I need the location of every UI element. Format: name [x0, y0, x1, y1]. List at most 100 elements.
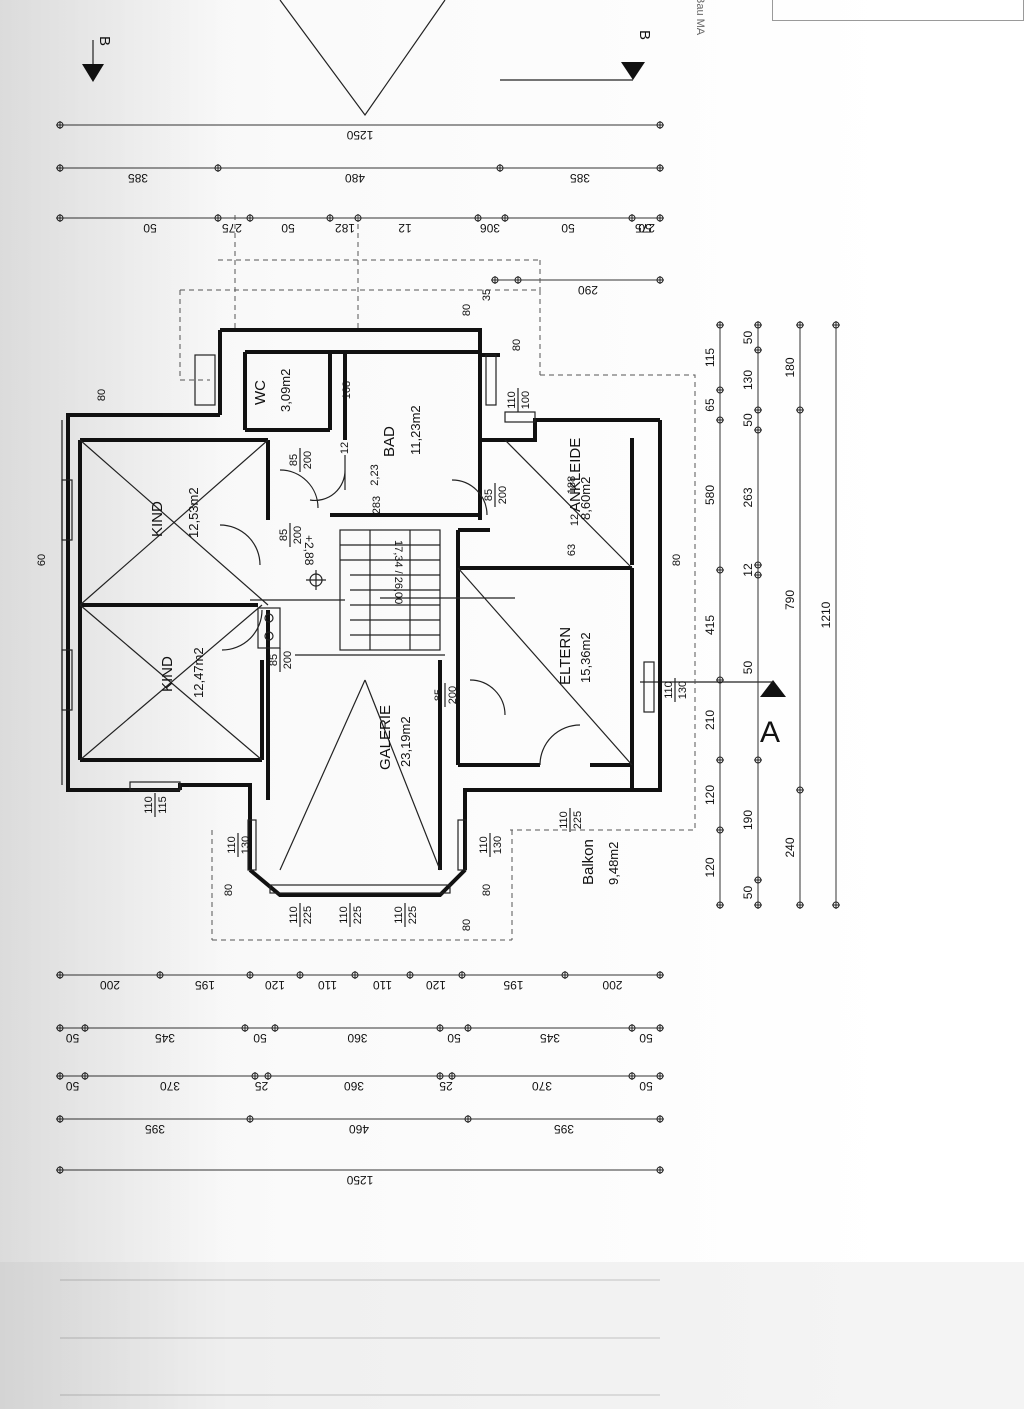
room-name-bad: BAD: [381, 426, 398, 457]
opening-width: 110: [143, 796, 155, 814]
opening-width: 110: [478, 836, 490, 854]
bottom-dim-label: 395: [145, 1122, 165, 1136]
misc-dim-label: 80: [671, 554, 683, 566]
misc-dim-label: 283: [371, 496, 383, 514]
bottom-dim-label: 195: [503, 978, 523, 992]
bottom-dim-label: 1250: [346, 1173, 373, 1187]
opening-height: 130: [492, 836, 504, 854]
opening-width: 85: [278, 529, 290, 541]
bottom-dim-label: 200: [602, 978, 622, 992]
opening-height: 200: [292, 526, 304, 544]
stair-label: 17,34 / 26,00: [392, 540, 404, 604]
bottom-dim-label: 120: [426, 978, 446, 992]
right-dim-label: 120: [703, 857, 717, 877]
paper-fold-band: [0, 1262, 1024, 1409]
staircase: 17,34 / 26,00: [339, 529, 515, 651]
right-dim-label: 1210: [819, 601, 833, 628]
top-dim-label: 385: [128, 171, 148, 185]
right-dim-label: 65: [703, 398, 717, 412]
opening-width: 110: [288, 906, 300, 924]
room-area-kind-1: 12,53m2: [186, 487, 201, 538]
bottom-dim-label: 50: [253, 1031, 267, 1045]
misc-dim-label: 80: [481, 884, 493, 896]
right-dim-label: 50: [741, 413, 755, 427]
opening-width: 110: [226, 836, 238, 854]
right-dim-label: 790: [783, 590, 797, 610]
bottom-dimension-lines: [60, 974, 660, 1171]
room-diagonals: [79, 439, 633, 871]
top-dim-label: 275: [635, 221, 655, 235]
opening-height: 100: [520, 391, 532, 409]
room-area-kind-2: 12,47m2: [191, 647, 206, 698]
bottom-dim-label: 360: [344, 1079, 364, 1093]
bottom-dim-label: 50: [639, 1031, 653, 1045]
misc-dim-label: 60: [36, 554, 48, 566]
misc-dim-label: 80: [461, 304, 473, 316]
right-dim-label: 120: [703, 785, 717, 805]
opening-height: 115: [157, 796, 169, 814]
top-dim-label: 50: [143, 221, 157, 235]
opening-height: 225: [352, 906, 364, 924]
bottom-dim-label: 50: [66, 1079, 80, 1093]
right-dim-label: 130: [741, 370, 755, 390]
bottom-dim-label: 120: [265, 978, 285, 992]
section-letter-b-right: B: [636, 30, 653, 40]
top-dimension-ticks: [56, 121, 664, 284]
opening-width: 110: [506, 391, 518, 409]
roof-outline-dashed: [179, 215, 696, 941]
bottom-dim-label: 370: [532, 1079, 552, 1093]
bleed-through-dimension-lines: [60, 1279, 660, 1396]
room-name-galerie: GALERIE: [377, 705, 394, 770]
opening-width: 85: [483, 489, 495, 501]
right-dim-label: 263: [741, 487, 755, 507]
opening-width: 110: [558, 811, 570, 829]
bottom-dim-label: 200: [100, 978, 120, 992]
right-dim-label: 50: [741, 661, 755, 675]
bottom-dim-label: 50: [66, 1031, 80, 1045]
level-mark: +2,88: [302, 535, 326, 590]
windows: [61, 354, 655, 894]
misc-dim-label: 80: [461, 919, 473, 931]
bottom-dim-label: 345: [155, 1031, 175, 1045]
room-area-eltern: 15,36m2: [578, 632, 593, 683]
top-dim-label: 1250: [346, 128, 373, 142]
misc-dim-label: 35: [481, 289, 493, 301]
opening-height: 200: [302, 451, 314, 469]
top-dimension-lines: [60, 124, 660, 281]
misc-dim-label: 80: [223, 884, 235, 896]
misc-dim-label: 80: [96, 389, 108, 401]
bottom-dim-label: 395: [554, 1122, 574, 1136]
bottom-dim-label: 50: [639, 1079, 653, 1093]
top-dim-label: 182: [335, 221, 355, 235]
misc-dim-label: 188: [566, 476, 578, 494]
room-area-balkon: 9,48m2: [606, 842, 621, 885]
opening-width: 85: [268, 654, 280, 666]
bottom-dim-label: 370: [160, 1079, 180, 1093]
room-area-galerie: 23,19m2: [398, 716, 413, 767]
room-name-kind-2: KIND: [159, 656, 176, 692]
opening-width: 110: [393, 906, 405, 924]
opening-height: 225: [302, 906, 314, 924]
bottom-dim-label: 25: [255, 1079, 269, 1093]
top-dim-label: 275: [222, 221, 242, 235]
opening-width: 110: [663, 681, 675, 699]
right-dim-label: 50: [741, 886, 755, 900]
room-area-wc: 3,09m2: [278, 369, 293, 412]
opening-height: 225: [572, 811, 584, 829]
opening-height: 200: [497, 486, 509, 504]
roof-ridge-line: [279, 0, 446, 117]
room-name-eltern: ELTERN: [557, 627, 574, 685]
section-letter-b-left: B: [96, 36, 113, 46]
